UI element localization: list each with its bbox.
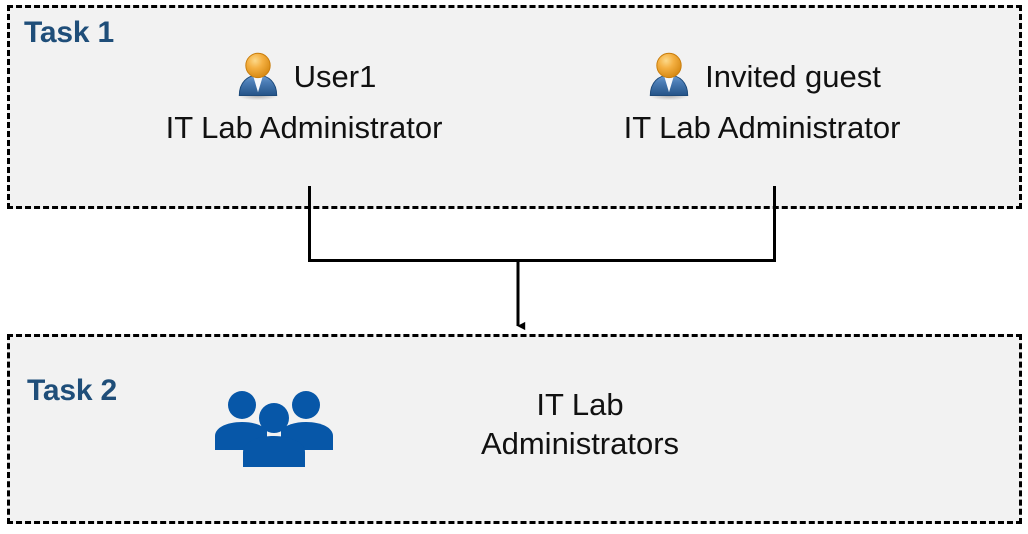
task-2-label: Task 2 [27,374,117,407]
person-invited-guest: Invited guest IT Lab Administrator [582,48,942,143]
group-name-line-2: Administrators [480,425,680,461]
task-1-label: Task 1 [24,16,114,49]
group-name: IT Lab Administrators [380,386,780,464]
person-user1-name: User1 [293,58,377,94]
user-icon [648,52,690,101]
group-name-line-1: IT Lab [536,387,624,422]
task-1-container [7,5,1022,209]
person-invited-guest-name: Invited guest [705,58,881,94]
person-invited-guest-role: IT Lab Administrator [623,110,901,145]
person-invited-guest-header: Invited guest [582,48,942,104]
user-icon [237,52,278,101]
user-group-icon-wrapper [212,388,336,470]
person-user1-header: User1 [124,48,484,104]
task-2-container [7,334,1022,524]
person-user1: User1 IT Lab Administrator [124,48,484,143]
person-user1-role: IT Lab Administrator [165,110,443,145]
user-group-icon [215,391,333,467]
